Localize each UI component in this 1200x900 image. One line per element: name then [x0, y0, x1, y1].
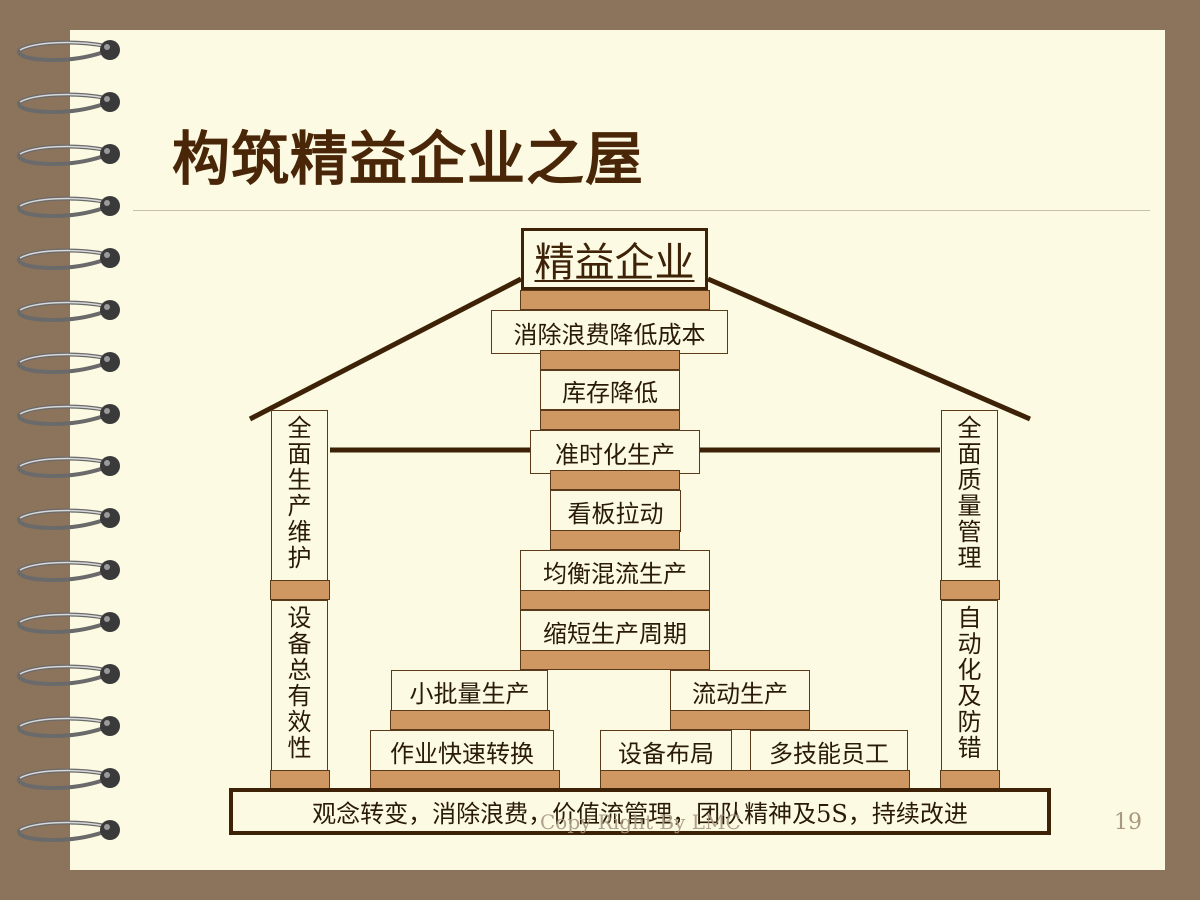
- brick: [270, 580, 330, 600]
- binding-ring: [17, 300, 120, 323]
- brick: [370, 770, 560, 790]
- binding-ring: [17, 40, 120, 63]
- brick: [550, 470, 680, 490]
- jit-box: 准时化生产: [530, 430, 700, 474]
- page-title: 构筑精益企业之屋: [172, 125, 645, 193]
- binding-ring: [17, 508, 120, 531]
- brick: [390, 710, 550, 730]
- right-pillar-lower: 自动化及防错: [941, 600, 998, 772]
- brick: [540, 350, 680, 370]
- brick: [940, 770, 1000, 790]
- left-pillar-lower: 设备总有效性: [271, 600, 328, 772]
- multi-skill-box: 多技能员工: [750, 730, 908, 772]
- left-pillar-upper: 全面生产维护: [271, 410, 328, 582]
- binding-ring: [17, 768, 120, 791]
- binding-ring: [17, 248, 120, 271]
- roof-left-line: [248, 276, 523, 422]
- binding-ring: [17, 664, 120, 687]
- brick: [670, 710, 810, 730]
- binding-ring: [17, 820, 120, 843]
- foundation-box: 观念转变，消除浪费，价值流管理，团队精神及5S，持续改进: [229, 788, 1051, 835]
- cycle-time-box: 缩短生产周期: [520, 610, 710, 652]
- page-number: 19: [1114, 810, 1142, 835]
- binding-ring: [17, 716, 120, 739]
- binding-ring: [17, 144, 120, 167]
- lean-enterprise-box: 精益企业: [521, 228, 708, 290]
- right-pillar-upper: 全面质量管理: [941, 410, 998, 582]
- brick: [540, 410, 680, 430]
- kanban-box: 看板拉动: [550, 490, 681, 532]
- heijunka-box: 均衡混流生产: [520, 550, 710, 592]
- flow-production-box: 流动生产: [670, 670, 810, 712]
- equipment-layout-box: 设备布局: [600, 730, 732, 772]
- brick: [270, 770, 330, 790]
- brick: [520, 590, 710, 610]
- inventory-box: 库存降低: [540, 370, 680, 410]
- small-batch-box: 小批量生产: [391, 670, 548, 712]
- copyright-watermark: Copy Right By LMC: [540, 810, 741, 834]
- binding-ring: [17, 196, 120, 219]
- quick-changeover-box: 作业快速转换: [370, 730, 554, 772]
- binding-ring: [17, 560, 120, 583]
- title-divider: [133, 210, 1150, 211]
- binding-ring: [17, 352, 120, 375]
- goal-box: 消除浪费降低成本: [491, 310, 728, 354]
- binding-ring: [17, 404, 120, 427]
- binding-ring: [17, 92, 120, 115]
- brick: [550, 530, 680, 550]
- roof-right-line: [707, 276, 1031, 422]
- brick: [520, 290, 710, 310]
- binding-ring: [17, 456, 120, 479]
- brick: [600, 770, 910, 790]
- binding-ring: [17, 612, 120, 635]
- brick: [520, 650, 710, 670]
- brick: [940, 580, 1000, 600]
